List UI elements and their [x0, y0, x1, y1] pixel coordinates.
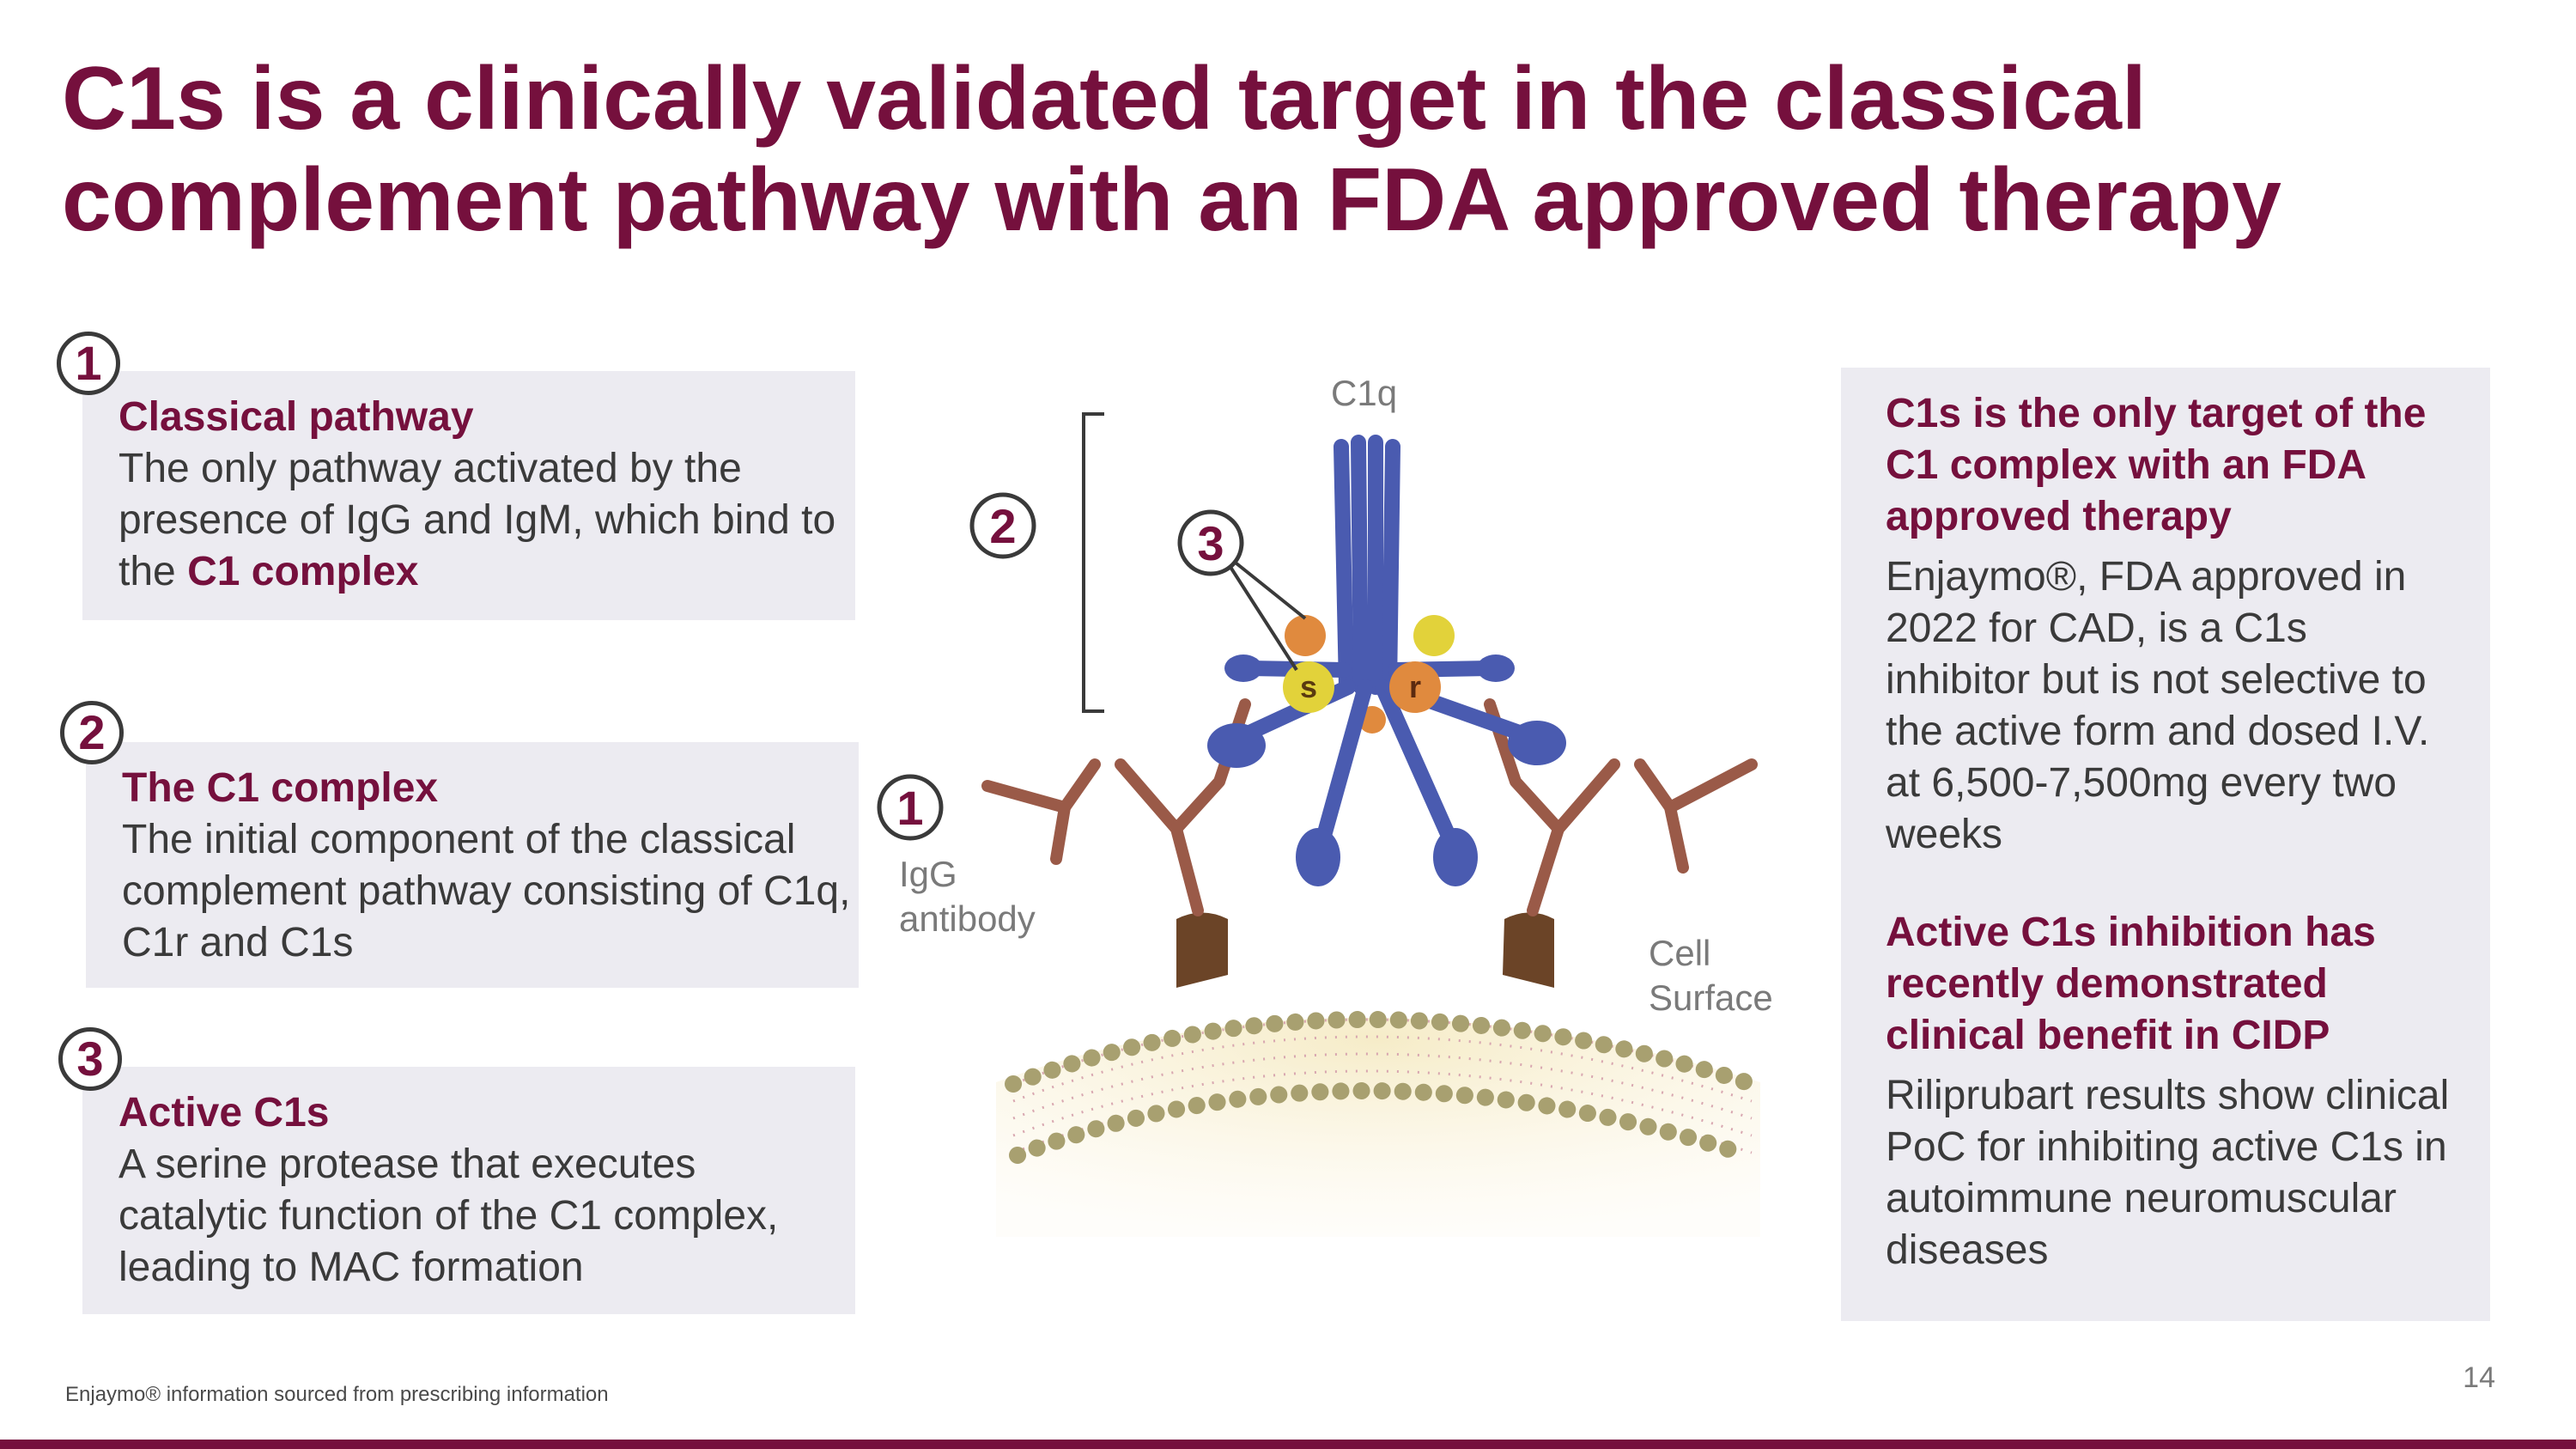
block-heading: Active C1s inhibition has recently demon…: [1886, 910, 2376, 1058]
marker-3-badge: 3: [1177, 509, 1244, 576]
c1-complex-emphasis: C1 complex: [187, 549, 419, 594]
cell-body: [996, 1018, 1760, 1237]
card-body: The only pathway activated by the presen…: [118, 446, 836, 594]
number-badge-1: 1: [57, 332, 120, 395]
title-line-1: C1s is a clinically validated target in …: [62, 49, 2147, 149]
title-line-2: complement pathway with an FDA approved …: [62, 150, 2282, 250]
footnote: Enjaymo® information sourced from prescr…: [65, 1383, 609, 1406]
cell-surface-label: Cell Surface: [1649, 933, 1773, 1018]
c1s-back: [1413, 615, 1455, 656]
c1s-subunit: [1283, 661, 1334, 713]
card-heading: Classical pathway: [118, 394, 474, 440]
card-c1-complex: The C1 complex The initial component of …: [86, 742, 859, 988]
number-badge-3: 3: [58, 1027, 122, 1091]
membrane-inner-heads: [1009, 1082, 1756, 1164]
card-body: A serine protease that executes catalyti…: [118, 1142, 779, 1290]
membrane-outer-heads: [1005, 1011, 1760, 1093]
block-body: Enjaymo®, FDA approved in 2022 for CAD, …: [1886, 554, 2430, 857]
c1-complex-illustration: s r 2 3 1: [877, 412, 1760, 1237]
igg-antibody-outer-right: [1634, 758, 1758, 874]
bottom-accent-bar: [0, 1440, 2576, 1449]
right-anchor: [1503, 912, 1554, 988]
block-cidp-benefit: Active C1s inhibition has recently demon…: [1886, 907, 2456, 1276]
c1q-bracket: [1082, 412, 1104, 713]
igg-antibody-label: IgG antibody: [899, 854, 1036, 939]
svg-text:1: 1: [896, 781, 923, 835]
c1q-stalks: [1334, 435, 1400, 695]
number-badge-2: 2: [60, 701, 124, 764]
card-fda-therapy: C1s is the only target of the C1 complex…: [1841, 368, 2490, 1321]
svg-text:3: 3: [1197, 516, 1224, 570]
c1q-label: C1q: [1331, 373, 1398, 413]
page-number: 14: [2463, 1361, 2495, 1394]
card-heading: The C1 complex: [122, 765, 439, 811]
c1r-letter: r: [1409, 669, 1421, 704]
card-active-c1s: Active C1s A serine protease that execut…: [82, 1067, 855, 1314]
card-classical-pathway: Classical pathway The only pathway activ…: [82, 371, 855, 620]
igg-antibody-outer-left: [981, 758, 1101, 865]
c1r-subunit: [1389, 661, 1441, 713]
block-body: Riliprubart results show clinical PoC fo…: [1886, 1073, 2450, 1273]
c1q-heads: [1207, 654, 1566, 886]
c1s-letter: s: [1300, 669, 1317, 704]
c1r-back: [1285, 615, 1326, 656]
card-heading: Active C1s: [118, 1090, 330, 1135]
card-body: The initial component of the classical c…: [122, 817, 851, 965]
block-heading: C1s is the only target of the C1 complex…: [1886, 391, 2427, 539]
left-anchor: [1176, 912, 1228, 988]
marker-1-badge: 1: [877, 774, 944, 841]
marker-2-badge: 2: [969, 492, 1036, 559]
svg-text:2: 2: [989, 499, 1016, 553]
slide-title: C1s is a clinically validated target in …: [62, 48, 2466, 251]
c1-complex-diagram: s r 2 3 1 C1q IgG antibody Cell Surface: [859, 361, 1838, 1237]
block-only-target: C1s is the only target of the C1 complex…: [1886, 388, 2456, 861]
c1q-arms: [1229, 661, 1532, 849]
